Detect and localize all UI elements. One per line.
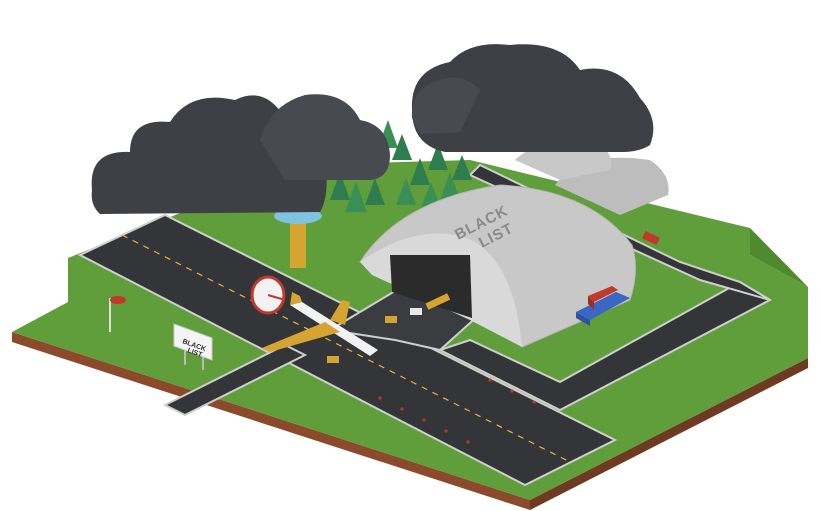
ground-side-left <box>12 332 530 510</box>
radar-dish <box>250 275 286 315</box>
ground-vehicles <box>327 293 451 363</box>
main-hangar: BLACK LIST <box>359 184 636 348</box>
edge-light <box>378 396 382 400</box>
grass-step-shadow <box>750 228 808 287</box>
tree <box>345 182 367 212</box>
sign-board <box>173 323 213 361</box>
edge-light <box>400 407 404 411</box>
tree <box>440 172 460 200</box>
tug-vehicle <box>385 316 397 323</box>
cloud-body <box>411 77 480 134</box>
radar-dish-arm <box>267 294 286 301</box>
blacklist-sign: BLACK LIST <box>173 323 213 370</box>
storm-cloud-right <box>411 44 654 152</box>
hangar-door <box>390 255 472 318</box>
storm-cloud-left <box>91 94 390 214</box>
tree <box>396 178 416 205</box>
service-van <box>410 308 422 315</box>
tower-shaft <box>290 218 306 268</box>
runway <box>77 213 618 487</box>
edge-light <box>466 440 470 444</box>
truck-body <box>642 230 660 246</box>
cloud-body <box>411 44 654 152</box>
cloud-body <box>260 94 390 180</box>
plane-tail <box>290 292 302 305</box>
edge-light <box>510 389 514 393</box>
tree <box>410 158 430 185</box>
tree <box>365 178 385 205</box>
containers <box>576 286 630 326</box>
tree <box>452 155 472 180</box>
tug-vehicle <box>327 356 339 363</box>
container-blue <box>576 312 590 326</box>
container-blue <box>576 292 630 320</box>
windsock <box>109 296 126 332</box>
taxiway <box>162 343 308 417</box>
edge-light <box>444 429 448 433</box>
plane-wing <box>262 322 340 352</box>
windsock-cone <box>110 296 126 304</box>
plane-wing <box>330 300 350 325</box>
runway-edge-lights <box>378 378 536 444</box>
tree <box>392 134 412 160</box>
red-truck <box>642 230 660 246</box>
airplane <box>262 292 378 356</box>
edge-light <box>488 378 492 382</box>
edge-light <box>532 400 536 404</box>
tree <box>428 143 448 170</box>
container-red <box>588 286 618 302</box>
ground-side-right <box>530 358 808 510</box>
tree <box>330 172 350 200</box>
cargo-cart <box>425 293 451 310</box>
edge-light <box>422 418 426 422</box>
container-red <box>588 296 594 310</box>
